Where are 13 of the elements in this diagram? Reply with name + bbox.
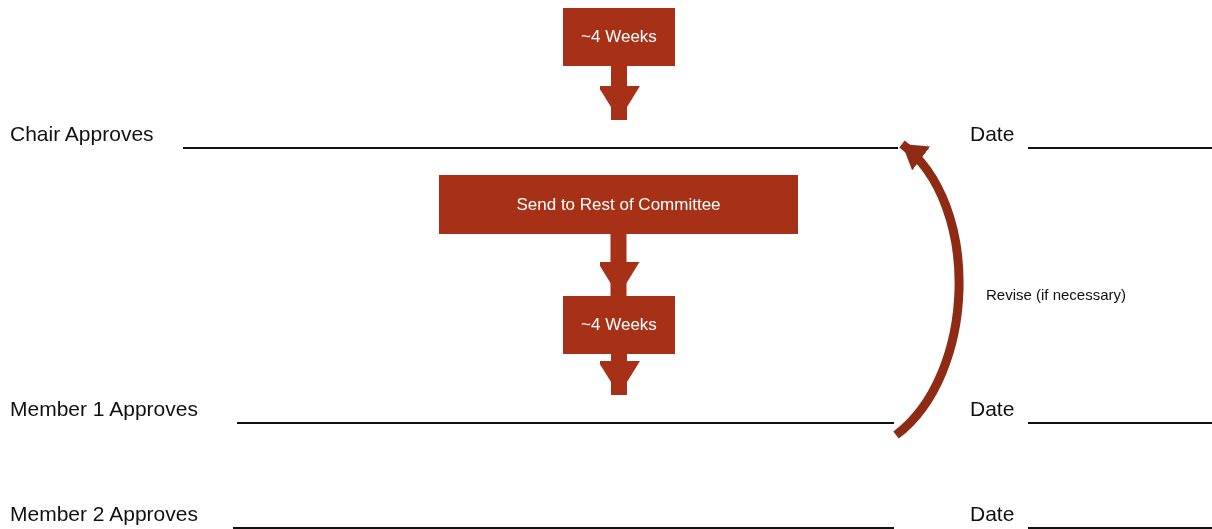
down-arrow <box>597 234 640 296</box>
date-label: Date <box>970 122 1015 146</box>
approval-label: Chair Approves <box>10 122 154 146</box>
curved-arrow <box>892 140 964 439</box>
date-label: Date <box>970 397 1015 421</box>
down-arrow <box>598 66 640 120</box>
step-box: ~4 Weeks <box>563 8 675 66</box>
down-arrow <box>598 354 640 395</box>
approval-label: Member 2 Approves <box>10 502 198 526</box>
step-box: ~4 Weeks <box>563 296 675 354</box>
approval-label: Member 1 Approves <box>10 397 198 421</box>
step-box: Send to Rest of Committee <box>439 175 798 234</box>
date-label: Date <box>970 502 1015 526</box>
